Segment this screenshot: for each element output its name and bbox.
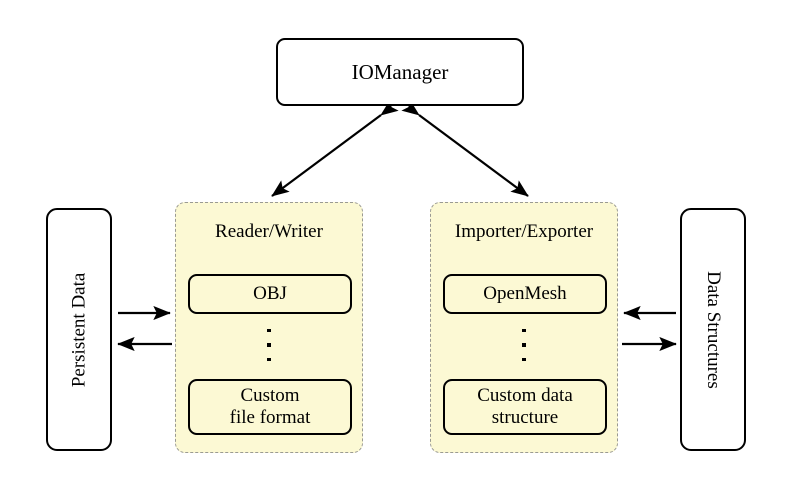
item-obj[interactable]: OBJ — [188, 274, 352, 314]
importer-exporter-ellipsis-icon — [431, 329, 617, 361]
iomanager-node[interactable]: IOManager — [276, 38, 524, 106]
persistent-data-label: Persistent Data — [68, 272, 90, 387]
data-structures-node[interactable]: Data Structures — [680, 208, 746, 451]
importer-exporter-title: Importer/Exporter — [454, 221, 594, 242]
persistent-data-node[interactable]: Persistent Data — [46, 208, 112, 451]
item-obj-label: OBJ — [253, 282, 287, 304]
reader-writer-title: Reader/Writer — [215, 221, 323, 242]
reader-writer-ellipsis-icon — [176, 329, 362, 361]
iomanager-label: IOManager — [351, 59, 449, 84]
item-openmesh-label: OpenMesh — [483, 282, 567, 304]
data-structures-label: Data Structures — [702, 270, 724, 389]
arrow-iomanager-importer-exporter — [401, 99, 529, 197]
arrow-iomanager-reader-writer — [271, 99, 399, 197]
item-openmesh[interactable]: OpenMesh — [443, 274, 607, 314]
